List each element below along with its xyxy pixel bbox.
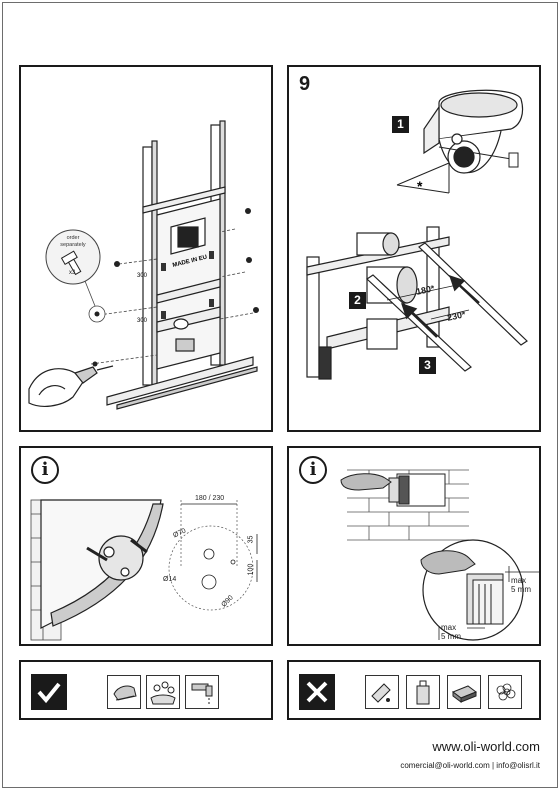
- step-9-panel: 9 *: [287, 65, 541, 432]
- frame-fixing-illustration: 300 300 MADE IN EU: [28, 120, 259, 410]
- soft-cloth-icon: [107, 675, 141, 709]
- info-dimensions-panel: i: [19, 446, 273, 646]
- frame-mark-1: 300: [137, 273, 148, 279]
- contact-emails[interactable]: comercial@oli-world.com | info@olisrl.it: [400, 761, 540, 770]
- label-1: 1: [392, 116, 409, 133]
- info-icon: i: [31, 456, 59, 484]
- chemical-bottle-icon: [406, 675, 440, 709]
- step-9-illustration: *: [306, 89, 528, 380]
- prohibited-cleaning-panel: [287, 660, 541, 720]
- info-dimensions-illustration: [30, 499, 258, 641]
- dim-spacing: 180 / 230: [195, 495, 225, 502]
- dim-35: 35: [247, 535, 255, 544]
- max-vertical-value: 5 mm: [511, 585, 531, 594]
- steel-wool-icon: [488, 675, 522, 709]
- screw-multiplier: x3: [69, 270, 76, 276]
- recommended-cleaning-panel: [19, 660, 273, 720]
- frame-mark-2: 300: [137, 318, 148, 324]
- info-icon: i: [299, 456, 327, 484]
- dim-100: 100: [247, 563, 255, 576]
- label-2: 2: [349, 292, 366, 309]
- step-number: 9: [299, 73, 311, 95]
- max-horizontal-label: max: [441, 623, 457, 632]
- check-icon: [31, 674, 67, 710]
- max-horizontal-tolerance: max 5 mm: [441, 623, 461, 641]
- order-separately-note: order separately: [55, 235, 91, 249]
- scouring-sponge-icon: [447, 675, 481, 709]
- water-tap-icon: [185, 675, 219, 709]
- website-link[interactable]: www.oli-world.com: [432, 739, 540, 754]
- info-tolerance-panel: i: [287, 446, 541, 646]
- abrasive-cleaner-icon: [365, 675, 399, 709]
- order-note-line1: order: [66, 235, 80, 241]
- dim-d14: Ø14: [163, 576, 177, 583]
- max-vertical-tolerance: max 5 mm: [511, 576, 531, 594]
- order-note-line2: separately: [60, 242, 86, 248]
- max-horizontal-value: 5 mm: [441, 632, 461, 641]
- frame-fixing-panel: 300 300 MADE IN EU: [19, 65, 273, 432]
- max-vertical-label: max: [511, 576, 527, 585]
- label-3: 3: [419, 357, 436, 374]
- dimension-asterisk: *: [417, 178, 423, 194]
- soapy-water-icon: [146, 675, 180, 709]
- info-tolerance-illustration: [340, 469, 539, 641]
- cross-icon: [299, 674, 335, 710]
